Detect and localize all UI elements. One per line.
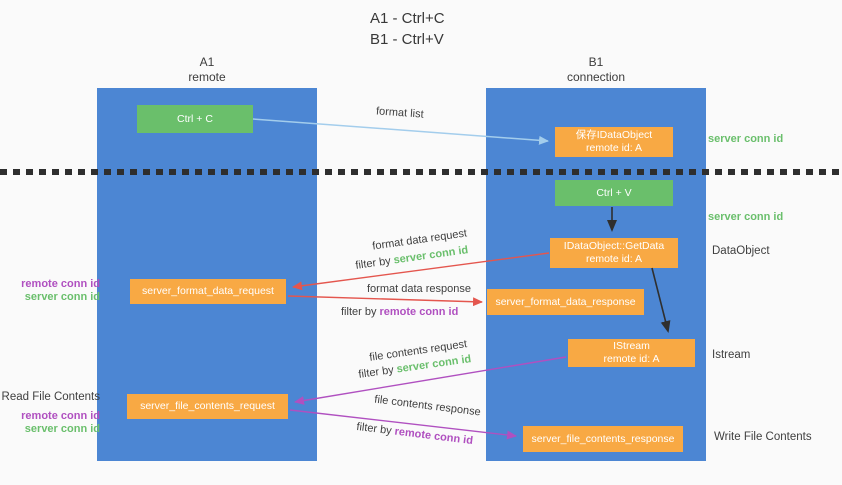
filter-prefix-text: filter by — [355, 420, 393, 438]
node-ctrl-v-label: Ctrl + V — [596, 186, 632, 199]
node-save-idataobject-line2: remote id: A — [585, 142, 643, 154]
label-format-data-response: format data response — [367, 283, 471, 295]
diagram-title: A1 - Ctrl+C B1 - Ctrl+V — [370, 8, 445, 50]
node-idataobject-getdata-line1: IDataObject::GetData — [563, 240, 665, 252]
lane-header-b1: B1 connection — [486, 55, 706, 85]
node-istream: IStream remote id: A — [568, 339, 695, 367]
node-ctrl-v: Ctrl + V — [555, 180, 673, 206]
node-save-idataobject-line1: 保存IDataObject — [575, 129, 653, 141]
node-server-file-contents-response: server_file_contents_response — [523, 426, 683, 452]
annotation-server-conn-id-mid: server conn id — [708, 211, 784, 223]
annotation-write-file-contents: Write File Contents — [714, 431, 812, 443]
node-server-format-data-request-label: server_format_data_request — [142, 285, 274, 297]
lane-b1-name: B1 — [588, 55, 604, 69]
annotation-server-conn-id-left-top: server conn id — [24, 291, 100, 303]
lane-b1-subtitle: connection — [566, 70, 626, 84]
node-istream-line2: remote id: A — [603, 353, 660, 365]
node-idataobject-getdata-line2: remote id: A — [585, 253, 643, 265]
filter-key-remote-conn-id: remote conn id — [379, 306, 459, 318]
node-ctrl-c: Ctrl + C — [137, 105, 253, 133]
filter-key-remote-conn-id: remote conn id — [393, 425, 474, 448]
title-line-2: B1 - Ctrl+V — [370, 31, 444, 48]
node-ctrl-c-label: Ctrl + C — [177, 112, 213, 125]
arrow-format-data-response — [287, 295, 483, 307]
node-istream-line1: IStream — [613, 340, 650, 352]
dotted-divider-line — [0, 169, 842, 175]
node-server-file-contents-request: server_file_contents_request — [127, 394, 288, 419]
lane-a1-subtitle: remote — [188, 70, 226, 84]
node-idataobject-getdata: IDataObject::GetData remote id: A — [550, 238, 678, 268]
annotation-server-conn-id-left-bottom: server conn id — [24, 423, 100, 435]
label-format-list: format list — [375, 105, 425, 121]
lane-a1-name: A1 — [199, 55, 215, 69]
node-server-format-data-request: server_format_data_request — [130, 279, 286, 304]
annotation-read-file-contents: Read File Contents — [1, 391, 100, 403]
filter-prefix-text: filter by — [354, 255, 392, 272]
annotation-remote-conn-id-bottom: remote conn id — [21, 410, 100, 422]
node-server-format-data-response-label: server_format_data_response — [495, 295, 636, 308]
title-line-1: A1 - Ctrl+C — [370, 10, 445, 27]
annotation-remote-conn-id-top: remote conn id — [21, 278, 100, 290]
annotation-dataobject: DataObject — [712, 245, 770, 257]
lane-header-a1: A1 remote — [97, 55, 317, 85]
node-server-format-data-response: server_format_data_response — [487, 289, 644, 315]
filter-prefix-text: filter by — [357, 364, 395, 381]
label-file-contents-response: file contents response — [373, 393, 482, 419]
node-server-file-contents-request-label: server_file_contents_request — [140, 400, 275, 412]
node-server-file-contents-response-label: server_file_contents_response — [531, 432, 675, 445]
node-save-idataobject: 保存IDataObject remote id: A — [555, 127, 673, 157]
annotation-istream: Istream — [712, 349, 751, 361]
annotation-server-conn-id-top: server conn id — [708, 133, 784, 145]
filter-prefix-text: filter by — [341, 306, 377, 318]
